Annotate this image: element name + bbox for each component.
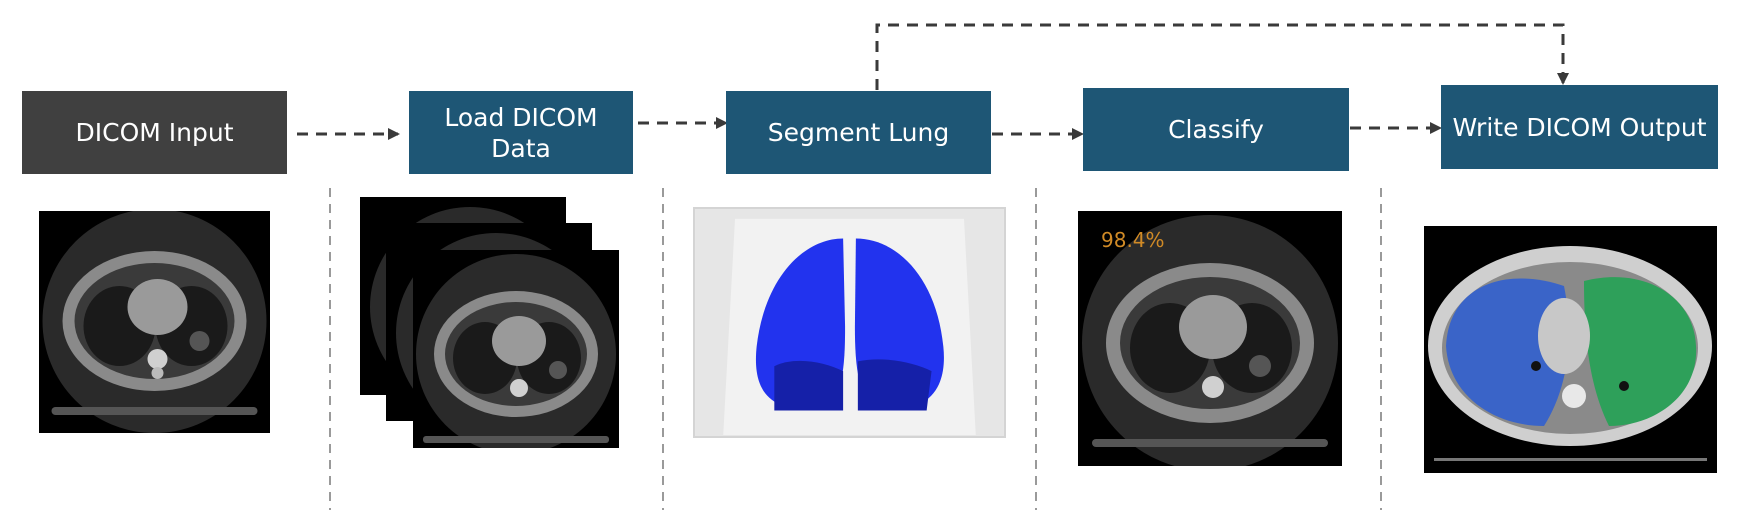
- confidence-score: 98.4%: [1101, 228, 1165, 252]
- ct-slice-image: [39, 211, 270, 433]
- stage-segment-lung: Segment Lung: [726, 91, 991, 174]
- stage-label: Load DICOM Data: [444, 102, 598, 163]
- stage-write-dicom-output: Write DICOM Output: [1441, 85, 1718, 169]
- stage-dicom-input: DICOM Input: [22, 91, 287, 174]
- output-overlay-slice: [1424, 226, 1717, 473]
- classify-ct-slice: [1078, 211, 1342, 466]
- arrow-segment-to-output-bypass: [875, 23, 1569, 90]
- stage-label: Segment Lung: [767, 118, 950, 147]
- stage-label: Write DICOM Output: [1452, 112, 1707, 142]
- lung-segmentation-render: [693, 207, 1006, 438]
- stage-label: DICOM Input: [75, 118, 234, 147]
- stage-load-dicom-data: Load DICOM Data: [409, 91, 633, 174]
- stage-classify: Classify: [1083, 88, 1349, 171]
- stage-label: Classify: [1168, 115, 1264, 144]
- ct-stack-front: [413, 250, 619, 448]
